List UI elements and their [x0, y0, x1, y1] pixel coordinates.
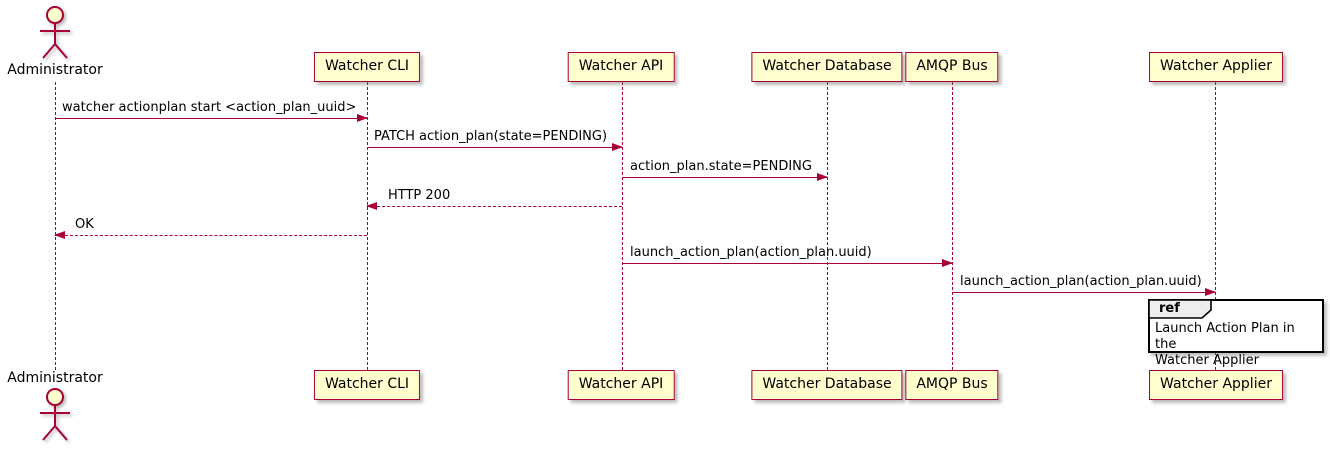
ref-text-line2: Watcher Applier: [1155, 353, 1259, 368]
participant-watcher-cli-bottom: Watcher CLI: [313, 370, 421, 400]
message-label: launch_action_plan(action_plan.uuid): [630, 245, 872, 260]
arrowhead-right-icon: [942, 258, 953, 267]
ref-text: Launch Action Plan in the Watcher Applie…: [1155, 321, 1318, 369]
message-arrow: [622, 172, 828, 181]
message-arrow: [622, 258, 953, 267]
ref-keyword: ref: [1159, 301, 1180, 316]
arrowhead-right-icon: [1205, 287, 1216, 296]
message-label: OK: [75, 217, 94, 232]
lifeline-watcher-database: [827, 82, 828, 370]
lifeline-watcher-cli: [367, 82, 368, 370]
arrowhead-left-icon: [54, 230, 65, 239]
message-arrow: [54, 230, 367, 239]
ref-tab-shape-icon: [1148, 299, 1212, 319]
lifeline-watcher-api: [622, 82, 623, 370]
participant-amqp-bus-top: AMQP Bus: [905, 52, 999, 82]
message-label: watcher actionplan start <action_plan_uu…: [62, 100, 357, 115]
ref-tab: ref: [1148, 299, 1213, 319]
arrowhead-right-icon: [612, 142, 623, 151]
participant-watcher-cli-top: Watcher CLI: [313, 52, 421, 82]
participant-watcher-api-bottom: Watcher API: [567, 370, 675, 400]
actor-icon: [40, 388, 70, 441]
participant-watcher-applier-bottom: Watcher Applier: [1149, 370, 1283, 400]
participant-watcher-database-bottom: Watcher Database: [751, 370, 903, 400]
message-label: HTTP 200: [388, 188, 451, 203]
participant-watcher-api-top: Watcher API: [567, 52, 675, 82]
message-arrow: [952, 287, 1216, 296]
actor-label-bottom: Administrator: [7, 370, 103, 386]
message-label: PATCH action_plan(state=PENDING): [374, 129, 608, 144]
arrowhead-left-icon: [366, 201, 377, 210]
actor-icon: [40, 6, 70, 59]
actor-figure-top: [25, 3, 85, 65]
participant-watcher-database-top: Watcher Database: [751, 52, 903, 82]
message-arrow: [55, 113, 368, 122]
participant-watcher-applier-top: Watcher Applier: [1149, 52, 1283, 82]
ref-text-line1: Launch Action Plan in the: [1155, 321, 1295, 352]
message-label: action_plan.state=PENDING: [630, 159, 812, 174]
arrowhead-right-icon: [817, 172, 828, 181]
participant-amqp-bus-bottom: AMQP Bus: [905, 370, 999, 400]
actor-label-top: Administrator: [7, 62, 103, 78]
lifeline-watcher-applier: [1215, 82, 1216, 370]
arrowhead-right-icon: [357, 113, 368, 122]
message-label: launch_action_plan(action_plan.uuid): [960, 274, 1202, 289]
message-arrow: [366, 201, 622, 210]
lifeline-administrator: [55, 82, 56, 370]
lifeline-amqp-bus: [952, 82, 953, 370]
message-arrow: [367, 142, 623, 151]
ref-fragment: ref Launch Action Plan in the Watcher Ap…: [1148, 299, 1324, 368]
actor-figure-bottom: [25, 387, 85, 451]
